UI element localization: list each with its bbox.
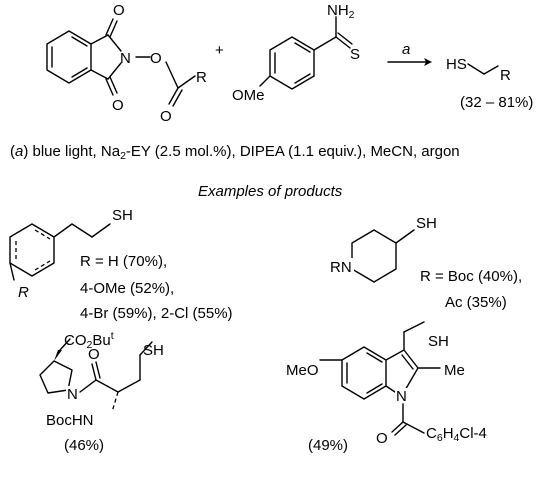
p3-bochn-group: BocHN [46,412,94,429]
acyl-r-group: R [196,69,207,86]
p3-amide-oxygen: O [88,346,100,363]
p4-thiol: SH [428,333,449,350]
p1-yield-line-1: R = H (70%), [80,253,167,270]
carbonyl-oxygen-bottom: O [112,97,124,114]
p2-thiol: SH [416,215,437,232]
p4-methyl: Me [444,362,465,379]
ester-oxygen: O [150,50,162,67]
p4-carbonyl-oxygen: O [376,430,388,447]
p1-r-substituent: R [18,284,29,301]
imide-nitrogen: N [120,50,131,67]
examples-heading: Examples of products [198,183,343,200]
reactant-phthalimide-ester: O N O O O R [46,2,207,125]
product-r-group: R [500,67,511,84]
p2-piperidine-ring [351,229,397,283]
p1-yield-line-3: 4-Br (59%), 2-Cl (55%) [80,305,233,322]
carbonyl-oxygen-top: O [113,2,125,19]
reactant-thioamide: NH2 S OMe [232,2,360,104]
p4-indole-benzene-ring [341,346,387,400]
p2-yield-line-1: R = Boc (40%), [420,268,522,285]
plus-sign: + [215,42,224,59]
amine-group: NH2 [327,2,355,21]
reaction-arrow: a [387,41,432,66]
p3-thiol: SH [143,342,164,359]
product-yield-range: (32 – 81%) [460,94,533,111]
p4-chlorobenzoyl-group: C6H4Cl-4 [426,425,487,444]
product-piperidinethiol: SH RN R = Boc (40%), Ac (35%) [328,215,522,311]
p4-indole-nitrogen: N [396,388,407,405]
product-arylethanethiol: SH R R = H (70%), 4-OMe (52%), 4-Br (59%… [9,207,233,322]
product-thiol: HS R (32 – 81%) [446,56,533,111]
p2-yield-line-2: Ac (35%) [445,294,507,311]
p3-amide-nitrogen: N [67,386,78,403]
product-prolyl-homocysteine: CO2But N O SH BocHN (46%) [39,330,164,454]
p3-pyrrolidine-ring [39,360,73,394]
methoxy-group: OMe [232,87,265,104]
p4-yield: (49%) [308,437,348,454]
thiol-group: HS [446,56,467,73]
reaction-conditions: (a) blue light, Na2-EY (2.5 mol.%), DIPE… [10,143,460,162]
p3-yield: (46%) [64,437,104,454]
p4-methoxy: MeO [286,362,319,379]
p2-rn-group: RN [330,259,352,276]
arrow-condition-label: a [402,41,410,58]
p1-thiol: SH [112,207,133,224]
product-indolylmethanethiol: SH Me MeO N O C6H4Cl-4 (49%) [286,321,487,454]
p3-ester-group: CO2But [64,330,114,351]
p1-yield-line-2: 4-OMe (52%), [80,280,174,297]
acyl-carbonyl-oxygen: O [160,108,172,125]
thione-sulfur: S [350,46,360,63]
